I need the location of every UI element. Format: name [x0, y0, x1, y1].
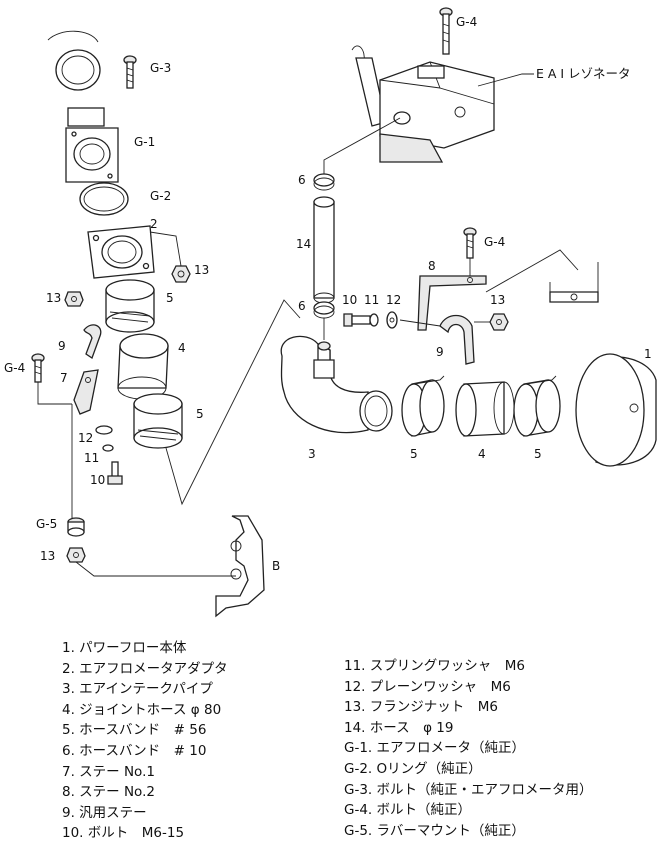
callout-9-b: 9	[436, 345, 444, 359]
parts-legend-right: 11. スプリングワッシャ M6 12. プレーンワッシャ M6 13. フラン…	[344, 656, 593, 841]
callout-12-b: 12	[386, 293, 401, 307]
callout-13-b: 13	[46, 291, 61, 305]
spring-washer-11-a	[102, 444, 114, 452]
legend-item: 13. フランジナット M6	[344, 699, 498, 716]
parts-exploded-diagram: G-3 G-1 G-2 G-4 G-4 G-4 G-5 2 13 13 13 1…	[4, 7, 657, 618]
callout-13-c: 13	[40, 549, 55, 563]
power-flow-body	[575, 353, 657, 467]
callout-10-b: 10	[342, 293, 357, 307]
hose-14	[313, 196, 335, 304]
stay-no2	[417, 275, 487, 331]
flange-nut-13-d	[489, 313, 509, 331]
callout-g5: G-5	[36, 517, 57, 531]
intake-pipe-end	[47, 30, 101, 91]
bolt-10-a	[107, 461, 123, 485]
callout-3: 3	[308, 447, 316, 461]
joint-hose-4-a	[117, 333, 169, 400]
callout-11-a: 11	[84, 451, 99, 465]
airflow-meter-g1	[65, 107, 119, 183]
callout-8: 8	[428, 259, 436, 273]
legend-item: 14. ホース φ 19	[344, 719, 454, 736]
callout-4-b: 4	[478, 447, 486, 461]
bolt-g3	[123, 55, 137, 89]
callout-g4-mid: G-4	[484, 235, 505, 249]
callout-g1: G-1	[134, 135, 155, 149]
legend-item: 7. ステー No.1	[62, 763, 155, 780]
callout-14: 14	[296, 237, 311, 251]
flange-nut-13-a	[171, 265, 191, 283]
legend-item: G-1. エアフロメータ（純正）	[344, 740, 526, 757]
callout-10-a: 10	[90, 473, 105, 487]
body-bracket-b	[215, 515, 265, 618]
plain-washer-12-b	[386, 311, 398, 329]
legend-item: G-2. Oリング（純正）	[344, 760, 482, 777]
legend-item: 1. パワーフロー本体	[62, 640, 187, 656]
callout-5-b: 5	[196, 407, 204, 421]
callout-g3: G-3	[150, 61, 171, 75]
hose-band-5-a	[105, 279, 155, 333]
stay-9-a	[83, 324, 102, 359]
callout-13-d: 13	[490, 293, 505, 307]
legend-item: 9. 汎用ステー	[62, 804, 147, 821]
legend-item: 12. プレーンワッシャ M6	[344, 678, 511, 695]
callout-7: 7	[60, 371, 68, 385]
callout-b: B	[272, 559, 280, 573]
callout-9-a: 9	[58, 339, 66, 353]
bolt-g4-left	[31, 353, 45, 383]
legend-item: G-4. ボルト（純正）	[344, 802, 472, 819]
hose-band-5-b	[133, 393, 183, 449]
hose-band-6-b	[313, 301, 335, 319]
legend-item: 6. ホースバンド # 10	[62, 742, 207, 759]
callout-5-a: 5	[166, 291, 174, 305]
callout-12-a: 12	[78, 431, 93, 445]
stay-no1	[73, 369, 99, 415]
stay-9-b	[399, 314, 475, 365]
air-intake-pipe	[280, 335, 393, 434]
callout-g4-top: G-4	[456, 15, 477, 29]
airflow-adapter	[87, 225, 155, 279]
legend-item: 4. ジョイントホース φ 80	[62, 701, 222, 718]
flange-nut-13-b	[64, 291, 84, 307]
bolt-10-b	[343, 313, 371, 327]
bolt-g4-top	[439, 7, 453, 55]
legend-item: 8. ステー No.2	[62, 784, 155, 801]
parts-legend-left: 1. パワーフロー本体 2. エアフロメータアダプタ 3. エアインテークパイプ…	[62, 638, 228, 844]
callout-6-b: 6	[298, 299, 306, 313]
hose-band-6-a	[313, 173, 335, 191]
callout-2: 2	[150, 217, 158, 231]
callout-g2: G-2	[150, 189, 171, 203]
legend-item: 2. エアフロメータアダプタ	[62, 660, 228, 677]
legend-item: 10. ボルト M6-15	[62, 825, 185, 842]
callout-6-a: 6	[298, 173, 306, 187]
legend-item: 5. ホースバンド # 56	[62, 722, 207, 739]
callout-11-b: 11	[364, 293, 379, 307]
callout-5-d: 5	[534, 447, 542, 461]
legend-item: 11. スプリングワッシャ M6	[344, 658, 525, 674]
callout-5-c: 5	[410, 447, 418, 461]
hose-band-5-c	[401, 375, 445, 437]
callout-13-a: 13	[194, 263, 209, 277]
o-ring-g2	[79, 182, 129, 216]
hose-band-5-d	[513, 375, 561, 437]
flange-nut-13-c	[66, 547, 86, 563]
mounting-bracket-right	[549, 262, 599, 303]
eai-resonator	[351, 45, 495, 163]
legend-item: G-3. ボルト（純正・エアフロメータ用）	[344, 781, 593, 798]
callout-eai-resonator: E A I レゾネータ	[536, 66, 631, 81]
callout-1: 1	[644, 347, 652, 361]
spring-washer-11-b	[369, 313, 379, 327]
callout-g4-left: G-4	[4, 361, 25, 375]
bolt-g4-mid	[463, 227, 477, 259]
callout-4-a: 4	[178, 341, 186, 355]
rubber-mount-g5	[67, 517, 85, 537]
joint-hose-4-b	[455, 381, 515, 437]
plain-washer-12-a	[95, 425, 113, 435]
legend-item: G-5. ラバーマウント（純正）	[344, 822, 525, 839]
legend-item: 3. エアインテークパイプ	[62, 681, 213, 698]
